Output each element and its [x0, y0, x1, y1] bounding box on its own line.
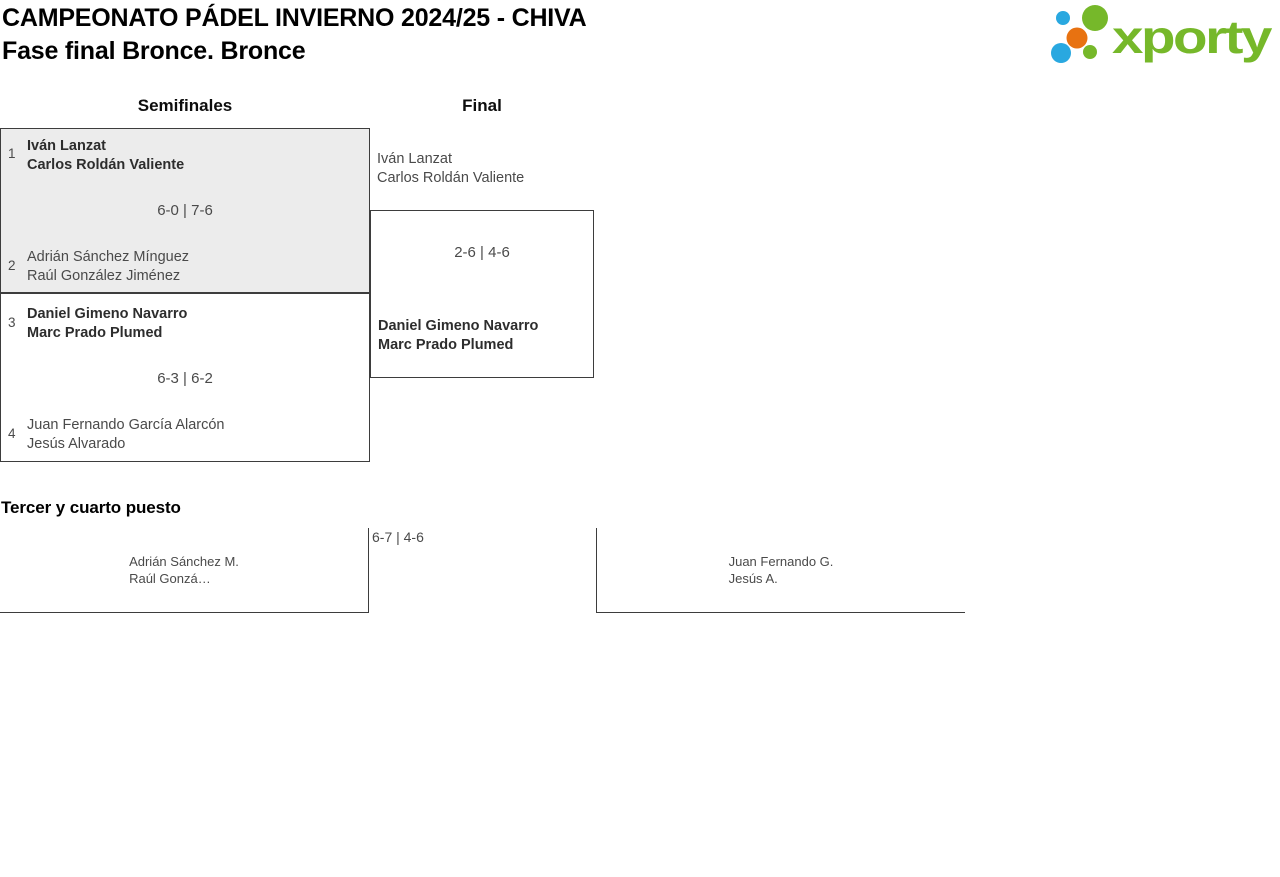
- round-header-semifinales: Semifinales: [137, 96, 233, 115]
- semifinal-1-match-box[interactable]: [0, 128, 370, 293]
- semifinal-1-score: 6-0 | 7-6: [157, 202, 213, 219]
- final-match-box[interactable]: [370, 210, 594, 378]
- player-name: Carlos Roldán Valiente: [27, 157, 185, 173]
- player-name: Iván Lanzat: [27, 138, 106, 154]
- logo-dot-blue-small: [1056, 11, 1070, 25]
- player-name: Daniel Gimeno Navarro: [27, 306, 188, 322]
- player-name: Jesús A.: [728, 571, 778, 586]
- player-name: Marc Prado Plumed: [27, 325, 163, 341]
- player-name: Raúl Gonzá…: [129, 571, 211, 586]
- round-header-final: Final: [462, 96, 502, 115]
- semifinal-1-bottom-team: Adrián Sánchez Mínguez Raúl González Jim…: [27, 248, 189, 286]
- semifinal-2-match-box[interactable]: [0, 293, 370, 462]
- page-subtitle: Fase final Bronce. Bronce: [2, 37, 306, 65]
- player-name: Adrián Sánchez M.: [129, 554, 239, 569]
- third-place-heading: Tercer y cuarto puesto: [1, 498, 181, 517]
- third-place-right-team-wrap: Juan Fernando G. Jesús A.: [597, 553, 965, 588]
- semifinal-1-top-team: Iván Lanzat Carlos Roldán Valiente: [27, 137, 184, 175]
- semifinal-2-bottom-team: Juan Fernando García Alarcón Jesús Alvar…: [27, 416, 224, 454]
- third-place-left-box[interactable]: Adrián Sánchez M. Raúl Gonzá…: [0, 528, 369, 613]
- player-name: Carlos Roldán Valiente: [377, 170, 525, 186]
- player-name: Marc Prado Plumed: [378, 337, 514, 353]
- semifinal-2-bottom-seed: 4: [8, 426, 16, 441]
- third-place-right-box[interactable]: Juan Fernando G. Jesús A.: [596, 528, 965, 613]
- third-place-score: 6-7 | 4-6: [372, 529, 424, 545]
- final-bottom-team: Daniel Gimeno Navarro Marc Prado Plumed: [378, 317, 538, 355]
- logo-dot-green-small: [1083, 45, 1097, 59]
- player-name: Daniel Gimeno Navarro: [378, 318, 539, 334]
- xporty-logo[interactable]: xporty: [1050, 4, 1276, 64]
- player-name: Iván Lanzat: [377, 151, 452, 167]
- third-place-right-team: Juan Fernando G. Jesús A.: [729, 553, 834, 587]
- player-name: Juan Fernando García Alarcón: [27, 417, 225, 433]
- player-name: Jesús Alvarado: [27, 436, 126, 452]
- final-score: 2-6 | 4-6: [454, 244, 510, 261]
- player-name: Adrián Sánchez Mínguez: [27, 249, 190, 265]
- page-title: CAMPEONATO PÁDEL INVIERNO 2024/25 - CHIV…: [2, 4, 587, 32]
- semifinal-1-top-seed: 1: [8, 146, 16, 161]
- semifinal-1-bottom-seed: 2: [8, 258, 16, 273]
- logo-wordmark: xporty: [1112, 11, 1273, 63]
- logo-dot-green-large: [1082, 5, 1108, 31]
- player-name: Juan Fernando G.: [728, 554, 834, 569]
- final-top-team: Iván Lanzat Carlos Roldán Valiente: [377, 150, 524, 188]
- third-place-left-team-wrap: Adrián Sánchez M. Raúl Gonzá…: [0, 553, 368, 588]
- logo-dot-orange: [1066, 27, 1088, 49]
- third-place-left-team: Adrián Sánchez M. Raúl Gonzá…: [129, 553, 239, 587]
- semifinal-2-score: 6-3 | 6-2: [157, 370, 213, 387]
- player-name: Raúl González Jiménez: [27, 268, 181, 284]
- semifinal-2-top-team: Daniel Gimeno Navarro Marc Prado Plumed: [27, 305, 187, 343]
- logo-dot-blue-large: [1051, 43, 1071, 63]
- semifinal-2-top-seed: 3: [8, 315, 16, 330]
